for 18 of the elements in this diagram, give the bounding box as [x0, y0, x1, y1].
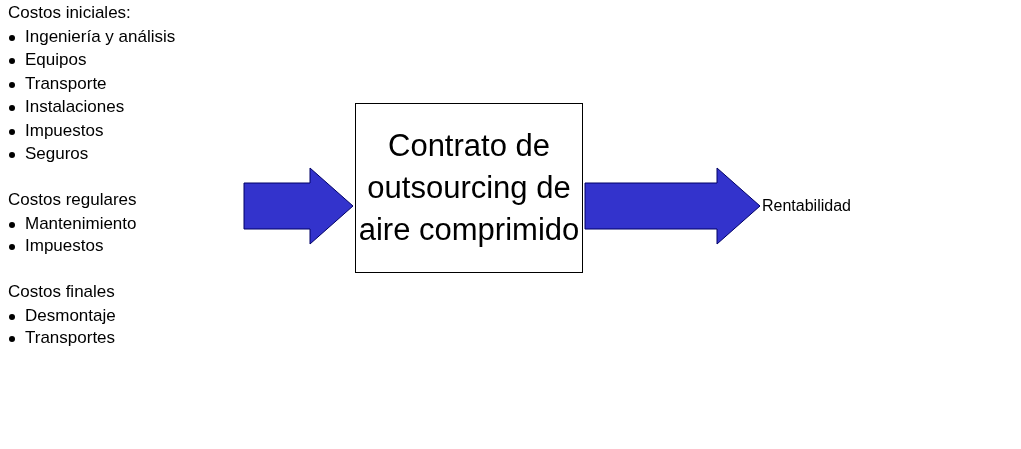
- list-heading: Costos iniciales:: [8, 3, 131, 23]
- list-item: Impuestos: [25, 236, 104, 256]
- result-label: Rentabilidad: [762, 197, 851, 214]
- block-arrow: [243, 167, 354, 245]
- block-arrow: [584, 167, 761, 245]
- list-item: Seguros: [25, 144, 89, 164]
- list-item: Transportes: [25, 328, 116, 348]
- list-item: Ingeniería y análisis: [25, 26, 176, 47]
- box-label: Contrato de outsourcing de aire comprimido: [357, 127, 581, 249]
- list-item: Transporte: [25, 73, 107, 94]
- list-heading: Costos regulares: [8, 190, 137, 210]
- list-heading: Costos finales: [8, 282, 115, 302]
- list-item: Equipos: [25, 50, 87, 70]
- list-item: Mantenimiento: [25, 213, 137, 234]
- list-item: Desmontaje: [25, 305, 116, 326]
- list-item: Impuestos: [25, 120, 104, 141]
- process-box: [355, 103, 583, 273]
- list-item: Instalaciones: [25, 97, 125, 117]
